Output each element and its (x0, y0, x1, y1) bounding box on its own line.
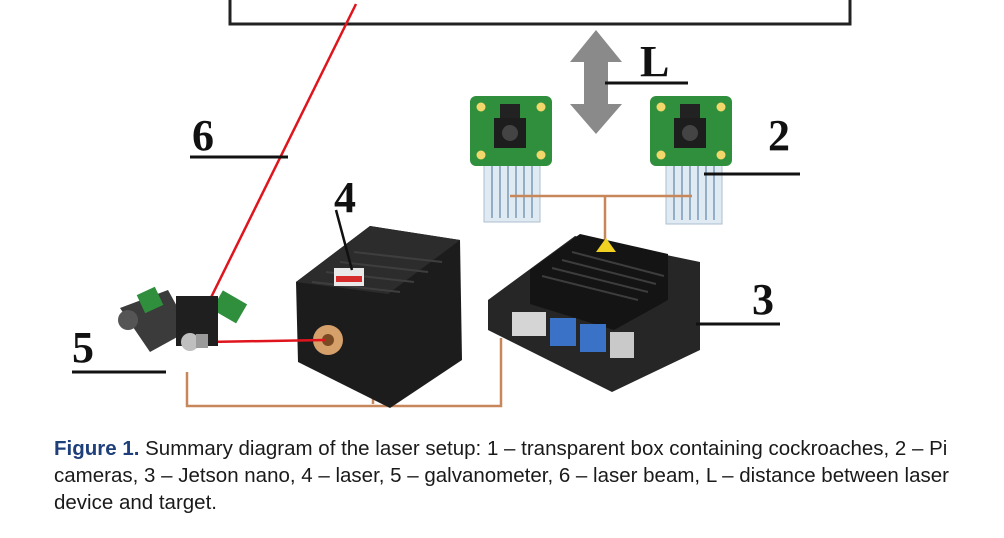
wiring (185, 194, 692, 408)
transparent-box (228, 0, 852, 26)
label-jetson: 3 (752, 275, 774, 324)
pi-camera-right (650, 96, 732, 225)
laser-leader-line (334, 209, 354, 271)
setup-diagram: 6 L 2 (72, 0, 852, 408)
caption-label: Figure 1. (54, 437, 140, 460)
laser-beam-horizontal (205, 338, 327, 344)
label-beam: 6 (192, 111, 214, 160)
distance-arrow (570, 30, 622, 134)
laser-beam (188, 3, 358, 341)
label-laser: 4 (334, 173, 356, 222)
figure-caption: Figure 1. Summary diagram of the laser s… (54, 435, 954, 516)
label-cameras: 2 (768, 111, 790, 160)
label-galvanometer: 5 (72, 323, 94, 372)
jetson-nano (488, 234, 700, 392)
pi-camera-left (470, 96, 552, 223)
laser-device (296, 226, 462, 408)
galvanometer (118, 286, 248, 352)
label-distance: L (640, 37, 669, 86)
caption-text: Summary diagram of the laser setup: 1 – … (54, 437, 949, 514)
